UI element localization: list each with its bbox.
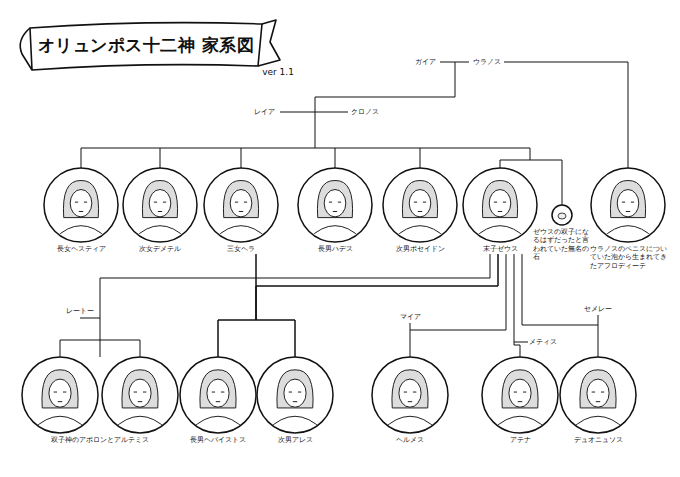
lineage-line: [218, 254, 256, 357]
deity-caption: ウラノスのペニスについていた泡から生まれてきたアフロディーテ: [590, 245, 668, 270]
deity-caption: 長男ハデス: [295, 245, 375, 254]
portrait-circle: [558, 357, 638, 433]
portrait-circle: [370, 357, 450, 433]
portrait-circle: [20, 357, 180, 433]
deity-portrait: 双子神のアポロンとアルテミス: [20, 357, 180, 445]
portrait-circle: [256, 357, 334, 433]
deity-caption: 次男ポセイドン: [380, 245, 460, 254]
deity-caption: 長女ヘスティア: [41, 245, 121, 254]
parent-name: メティス: [528, 337, 558, 347]
deity-portrait: 次男アレス: [256, 357, 334, 445]
deity-portrait: 長男ハデス: [295, 168, 375, 254]
portrait-circle: [460, 168, 540, 242]
deity-portrait: 長女ヘスティア: [41, 168, 121, 254]
deity-portrait: 次男ポセイドン: [380, 168, 460, 254]
parent-name: ウラノス: [472, 57, 502, 67]
deity-caption: 三女ヘラ: [201, 245, 281, 254]
portrait-circle: [41, 168, 121, 242]
portrait-circle: [590, 168, 668, 242]
portrait-circle: [201, 168, 281, 242]
portrait-circle: [480, 357, 560, 433]
parent-name: マイア: [399, 312, 422, 322]
deity-caption: 次男アレス: [256, 436, 334, 445]
stone-circle: ゼウスの双子になるはずだったと言われていた無名の石: [533, 205, 591, 262]
portrait-circle: [179, 357, 257, 433]
deity-caption: 次女デメテル: [120, 245, 200, 254]
deity-caption: 末子ゼウス: [460, 245, 540, 254]
lineage-line: [514, 254, 520, 357]
parent-name: ガイア: [414, 57, 437, 67]
parent-name: レイア: [253, 107, 276, 117]
diagram-title: オリュンポス十二神 家系図: [30, 34, 262, 57]
portrait-circle: [120, 168, 200, 242]
parent-name: セメレー: [583, 304, 613, 314]
deity-caption: アテナ: [480, 436, 560, 445]
parent-name: クロノス: [350, 107, 380, 117]
parent-name: レートー: [65, 306, 95, 316]
deity-portrait: 末子ゼウス: [460, 168, 540, 254]
title-banner: [20, 20, 280, 70]
deity-caption: デュオニュソス: [558, 436, 638, 445]
deity-portrait: ウラノスのペニスについていた泡から生まれてきたアフロディーテ: [590, 168, 668, 270]
edge-layer: [100, 254, 598, 357]
lineage-line: [218, 254, 498, 357]
deity-portrait: デュオニュソス: [558, 357, 638, 445]
deity-caption: 長男ヘパイストス: [179, 436, 257, 445]
lineage-wires: [60, 62, 628, 357]
deity-portrait: 三女ヘラ: [201, 168, 281, 254]
lineage-line: [256, 254, 295, 357]
deity-portrait: ヘルメス: [370, 357, 450, 445]
deity-caption: 双子神のアポロンとアルテミス: [20, 436, 180, 445]
lineage-line: [410, 254, 506, 357]
lineage-line: [100, 254, 490, 357]
deity-caption: ゼウスの双子になるはずだったと言われていた無名の石: [533, 228, 591, 262]
deity-portrait: 次女デメテル: [120, 168, 200, 254]
deity-portrait: 長男ヘパイストス: [179, 357, 257, 445]
deity-portrait: アテナ: [480, 357, 560, 445]
lineage-line: [256, 254, 498, 357]
deity-caption: ヘルメス: [370, 436, 450, 445]
version-label: ver 1.1: [261, 67, 295, 77]
portrait-circle: [295, 168, 375, 242]
portrait-circle: [380, 168, 460, 242]
stone-outline: [533, 205, 591, 225]
